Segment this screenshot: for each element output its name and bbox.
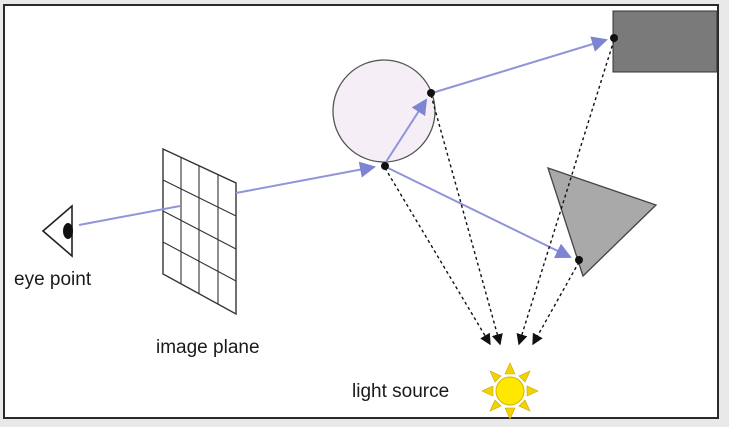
sphere [332, 59, 436, 163]
image-plane-label: image plane [156, 337, 260, 358]
box-object [612, 10, 718, 73]
triangle-object [546, 166, 658, 278]
view-rays [78, 36, 608, 259]
light-source-label: light source [352, 381, 449, 402]
sun-icon [481, 362, 539, 420]
eye-point-label: eye point [14, 269, 92, 290]
intersection-points [381, 34, 618, 264]
image-plane-grid [162, 147, 237, 316]
shadow-rays [384, 39, 615, 346]
eye-icon [41, 204, 73, 258]
